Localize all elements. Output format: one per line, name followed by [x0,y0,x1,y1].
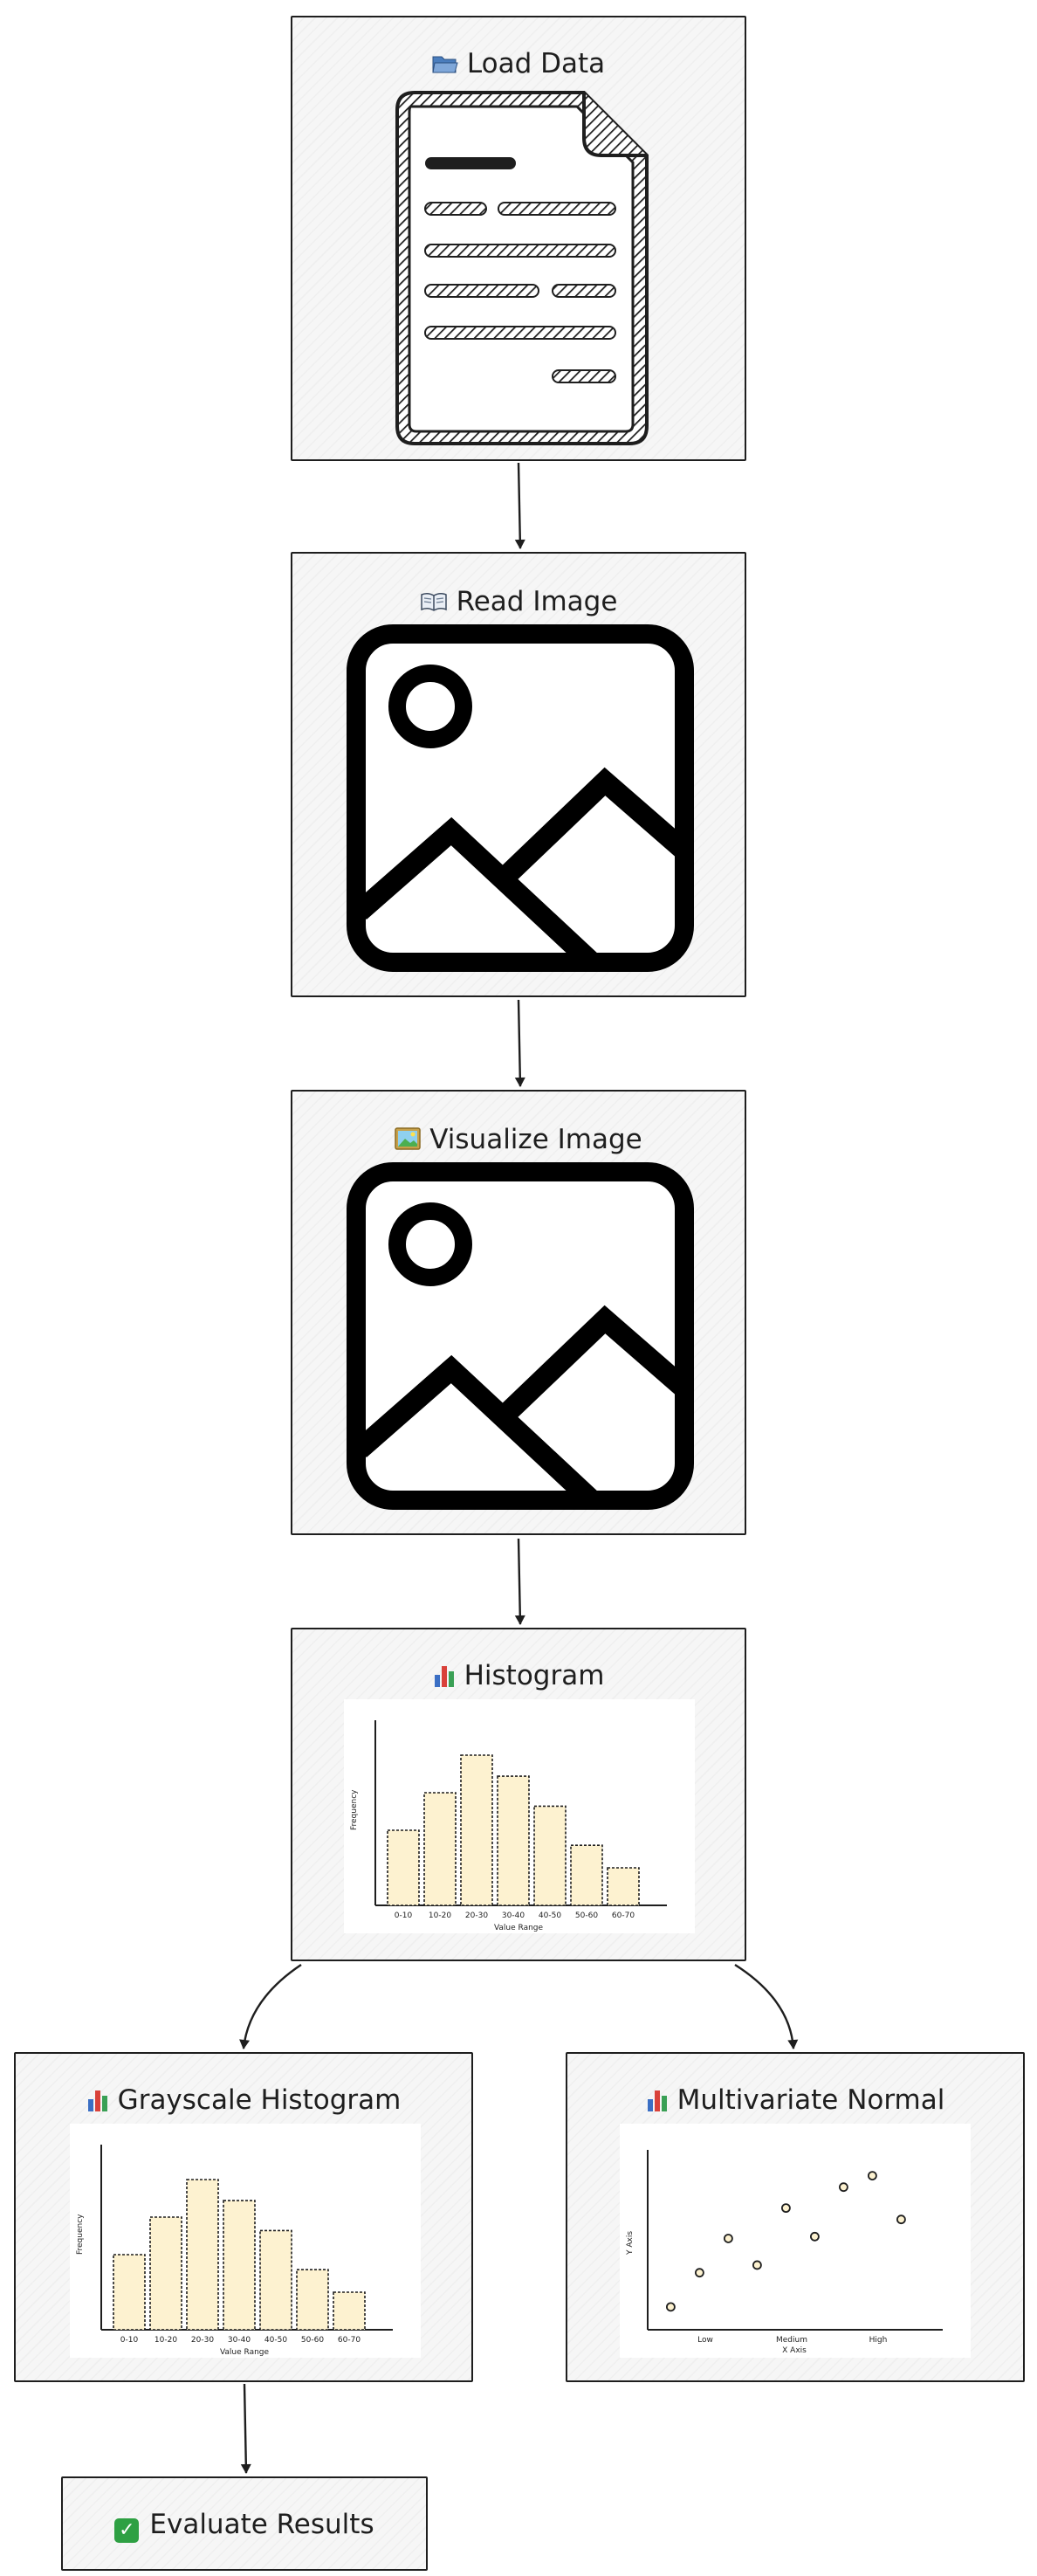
scatter-point [867,2171,877,2180]
scatter-point [780,2203,791,2214]
x-tick-label: 40-50 [264,2336,287,2345]
bar-chart-icon [86,2089,109,2111]
edge-grayscale-evaluate [240,2383,251,2474]
bar-30-40 [223,2200,256,2331]
edge-read-visualize [514,999,525,1087]
node-multivariate-normal-label: Multivariate Normal [676,2084,945,2116]
check-icon: ✓ [114,2518,140,2543]
bar-10-20 [149,2216,182,2331]
scatter-point [896,2214,906,2225]
x-tick-label: 40-50 [539,1911,561,1920]
bar-20-30 [186,2179,219,2331]
histogram-panel: Frequency Value Range 0-10 10-20 20-30 30-4… [344,1699,695,1933]
node-evaluate-results[interactable]: ✓ Evaluate Results [61,2476,428,2571]
scatter-point [752,2260,762,2270]
multivariate-y-label: Y Axis [626,2231,635,2256]
bar-0-10 [113,2254,146,2331]
bar-30-40 [497,1775,530,1906]
scatter-point [809,2231,820,2242]
bar-60-70 [607,1867,640,1906]
node-load-data[interactable]: Load Data [291,16,746,461]
x-tick-label: High [869,2336,888,2345]
grayscale-histogram-chart: Frequency Value Range 0-10 10-20 20-30 30-4… [76,2145,393,2357]
node-read-image-title: Read Image [292,589,745,616]
x-tick-label: Low [697,2336,713,2345]
multivariate-scatter-chart: Y Axis X Axis Low Medium High [626,2150,943,2355]
bar-40-50 [259,2229,292,2331]
node-load-data-label: Load Data [466,48,606,79]
node-grayscale-histogram[interactable]: Grayscale Histogram Frequency Value Rang… [14,2052,473,2382]
image-icon [347,624,694,972]
multivariate-x-label: X Axis [782,2346,807,2355]
x-tick-label: 50-60 [301,2336,324,2345]
scatter-point [666,2302,676,2312]
bar-20-30 [460,1754,493,1906]
x-tick-label: 60-70 [338,2336,361,2345]
node-histogram-label: Histogram [464,1660,605,1691]
x-tick-label: 20-30 [465,1911,488,1920]
bar-60-70 [333,2291,366,2331]
node-multivariate-normal[interactable]: Multivariate Normal Y Axis X Axis Low Med… [566,2052,1025,2382]
x-tick-label: 0-10 [120,2336,139,2345]
x-tick-label: 60-70 [612,1911,635,1920]
edge-load-read [514,462,525,549]
edge-visualize-histogram [514,1538,525,1625]
bar-0-10 [387,1829,420,1906]
image-icon [347,1162,694,1510]
node-visualize-image[interactable]: Visualize Image [291,1090,746,1535]
node-read-image[interactable]: Read Image [291,552,746,997]
grayscale-x-label: Value Range [220,2348,270,2357]
bar-50-60 [296,2269,329,2331]
picture-icon [395,1127,422,1150]
multivariate-panel: Y Axis X Axis Low Medium High [620,2124,971,2358]
edge-histogram-grayscale [239,1964,302,2049]
bar-chart-icon [433,1664,456,1687]
x-tick-label: 10-20 [155,2336,177,2345]
node-histogram[interactable]: Histogram Frequency Value Range 0-10 10-2… [291,1628,746,1961]
bar-40-50 [533,1805,567,1906]
bar-10-20 [423,1792,457,1906]
node-evaluate-results-title: ✓ Evaluate Results [63,2511,426,2543]
document-icon [395,91,649,445]
x-tick-label: 20-30 [191,2336,214,2345]
node-visualize-image-label: Visualize Image [429,1124,642,1155]
histogram-chart: Frequency Value Range 0-10 10-20 20-30 30-4… [350,1720,667,1932]
node-multivariate-normal-title: Multivariate Normal [567,2087,1023,2114]
node-visualize-image-title: Visualize Image [292,1126,745,1154]
x-tick-label: Medium [776,2336,807,2345]
folder-icon [432,53,458,74]
node-grayscale-histogram-title: Grayscale Histogram [16,2087,471,2114]
x-tick-label: 30-40 [502,1911,525,1920]
node-histogram-title: Histogram [292,1663,745,1690]
x-tick-label: 50-60 [575,1911,598,1920]
scatter-point [695,2268,704,2278]
book-icon [420,591,448,612]
histogram-x-label: Value Range [494,1924,544,1932]
node-load-data-title: Load Data [292,51,745,78]
bar-50-60 [570,1844,603,1906]
node-grayscale-histogram-label: Grayscale Histogram [117,2084,402,2116]
histogram-y-label: Frequency [350,1789,359,1830]
bar-chart-icon [646,2089,669,2111]
grayscale-histogram-panel: Frequency Value Range 0-10 10-20 20-30 30-4… [70,2124,421,2358]
x-tick-label: 0-10 [395,1911,413,1920]
x-tick-label: 10-20 [429,1911,451,1920]
scatter-point [838,2182,848,2193]
grayscale-y-label: Frequency [76,2214,85,2255]
x-tick-label: 30-40 [228,2336,251,2345]
node-evaluate-results-label: Evaluate Results [149,2509,374,2540]
scatter-point [724,2234,733,2243]
node-read-image-label: Read Image [456,586,618,617]
edge-histogram-multivariate [734,1963,799,2049]
